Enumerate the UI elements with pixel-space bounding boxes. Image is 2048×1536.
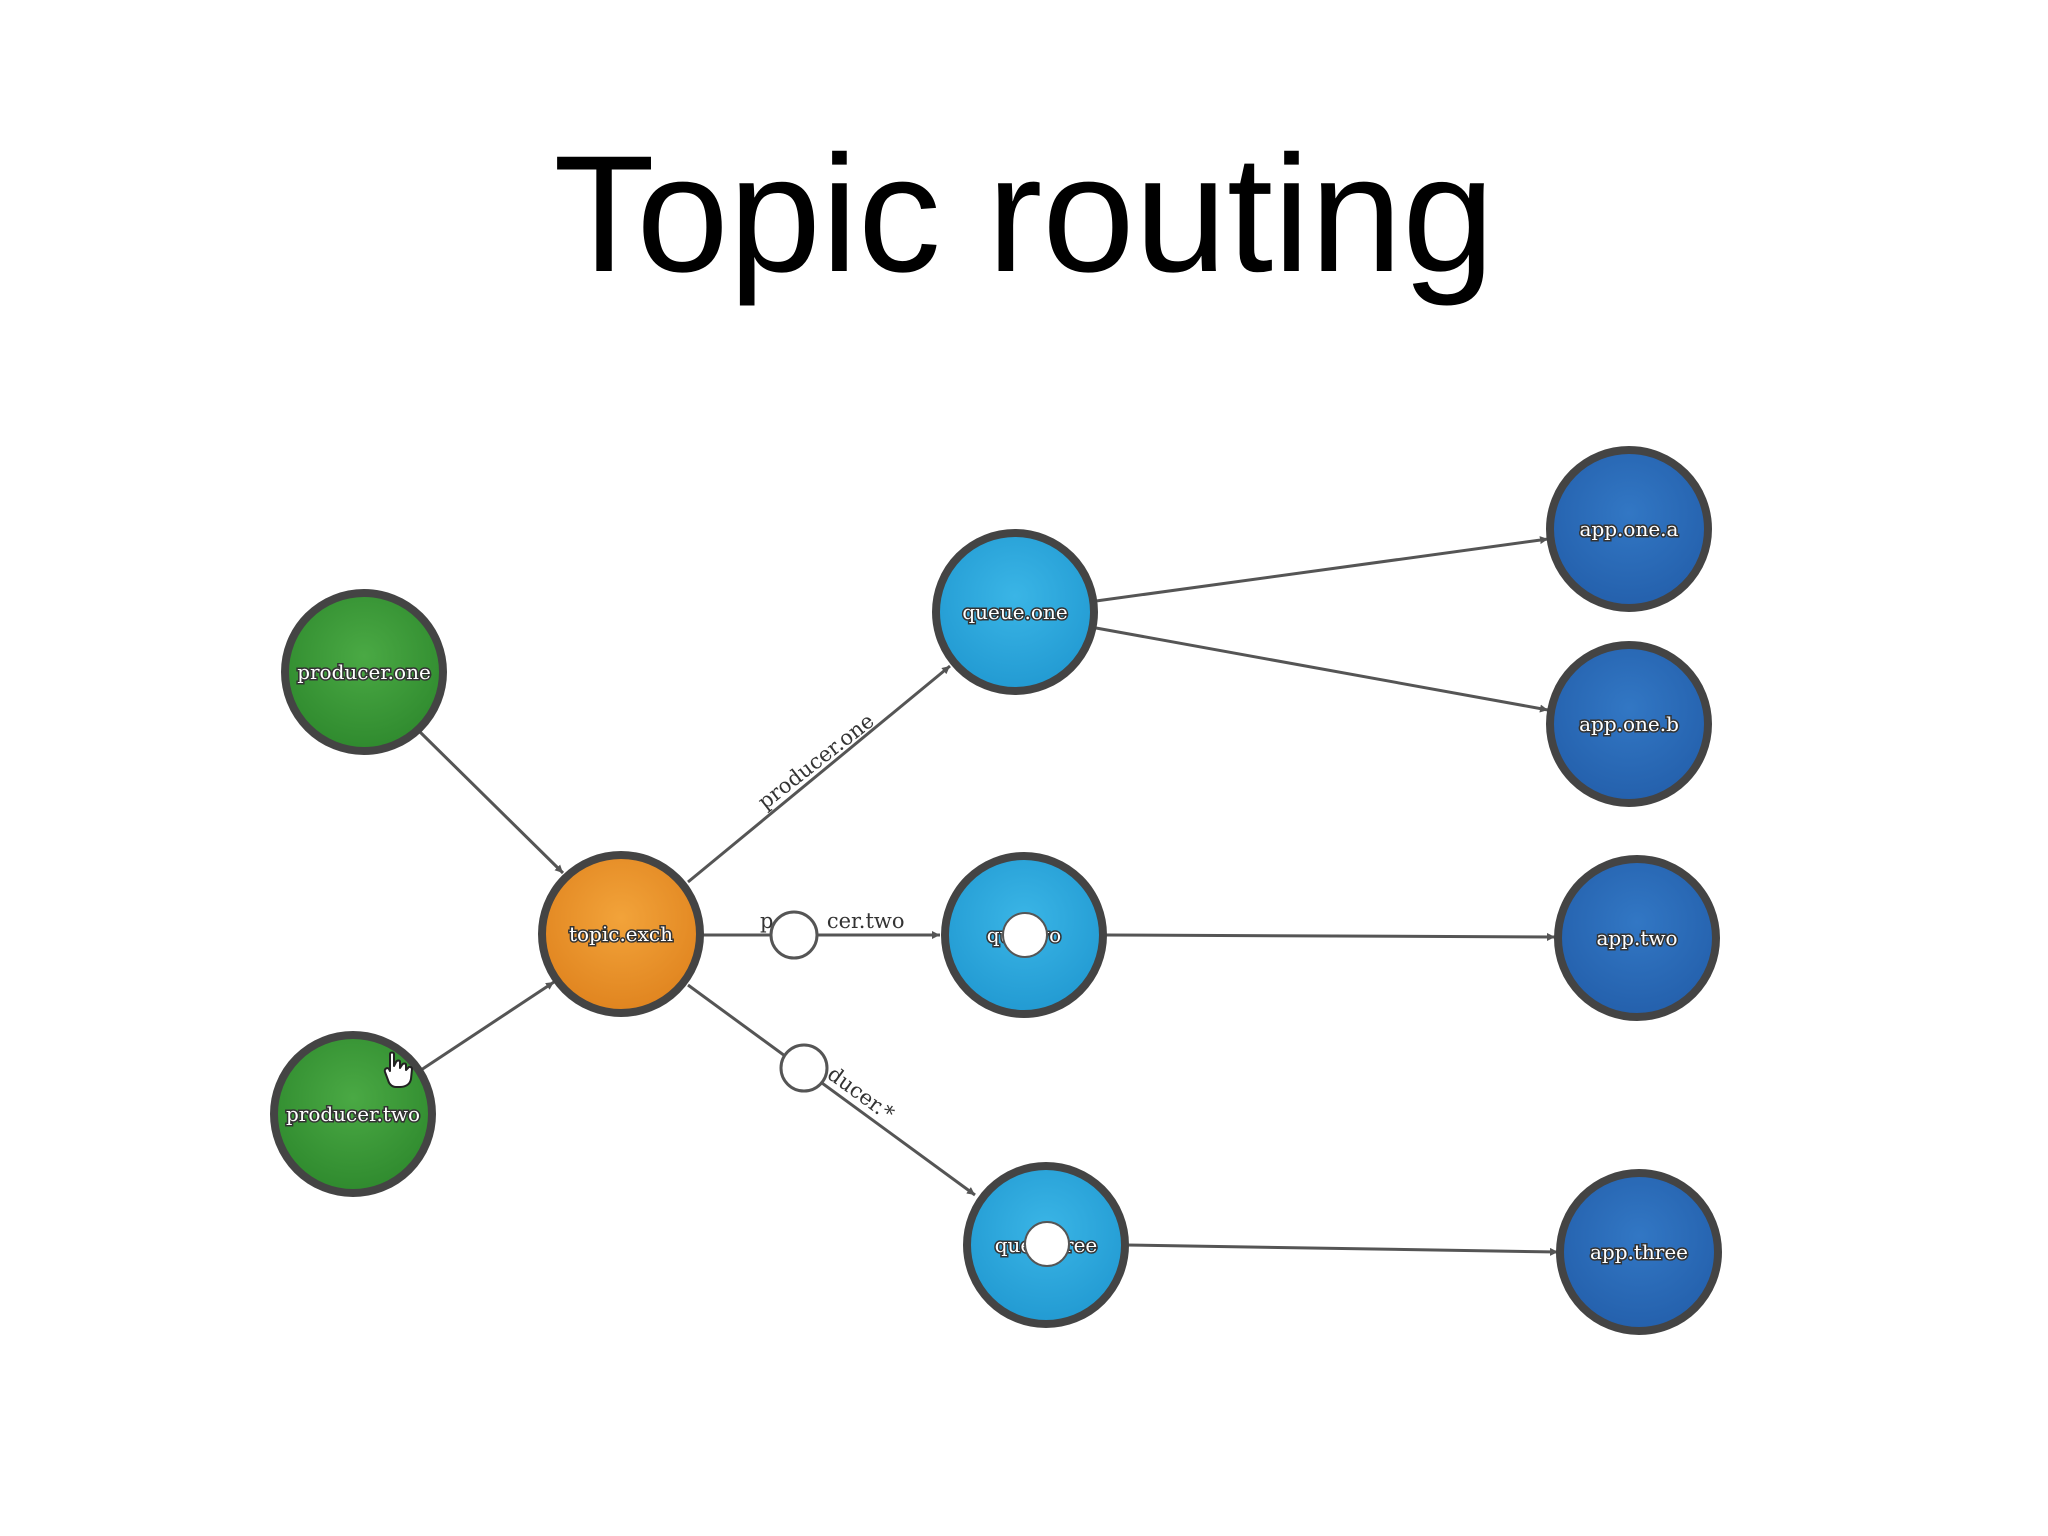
overlay-circle <box>1002 912 1048 958</box>
node-label: app.one.b <box>1579 712 1679 736</box>
edge-producer-two-to-exchange <box>417 980 555 1074</box>
edge-marker-circle <box>779 1043 829 1093</box>
node-label: queue.one <box>962 600 1067 624</box>
edge-exchange-to-queue-one <box>687 664 951 884</box>
node-label: app.one.a <box>1580 517 1679 541</box>
edges <box>417 536 1559 1256</box>
node-app-two[interactable]: app.two <box>1554 855 1720 1021</box>
node-label: app.three <box>1590 1240 1688 1264</box>
slide-title: Topic routing <box>553 122 1495 307</box>
node-label: app.two <box>1596 926 1677 950</box>
node-queue-two[interactable]: qu vo <box>941 852 1107 1018</box>
node-label: topic.exch <box>569 922 673 946</box>
edge-label-producer-one: producer.one <box>753 709 878 814</box>
edge-queue-two-to-app-two <box>1105 932 1556 941</box>
node-topic-exchange[interactable]: topic.exch <box>538 851 704 1017</box>
node-queue-three[interactable]: que ree <box>963 1162 1129 1328</box>
node-producer-one[interactable]: producer.one <box>281 589 447 755</box>
edge-queue-one-to-app-one-b <box>1095 626 1549 713</box>
overlay-circle <box>1024 1221 1070 1267</box>
edge-marker-circle <box>769 910 819 960</box>
node-queue-one[interactable]: queue.one <box>932 529 1098 695</box>
hand-pointer-icon <box>383 1051 413 1088</box>
edge-exchange-to-queue-three <box>687 983 976 1197</box>
edge-queue-three-to-app-three <box>1125 1243 1559 1256</box>
node-app-one-b[interactable]: app.one.b <box>1546 641 1712 807</box>
edge-producer-one-to-exchange <box>418 730 565 875</box>
node-label: producer.one <box>297 660 431 684</box>
edge-queue-one-to-app-one-a <box>1095 536 1549 603</box>
node-label: producer.two <box>286 1102 420 1126</box>
node-app-one-a[interactable]: app.one.a <box>1546 446 1712 612</box>
node-producer-two[interactable]: producer.two <box>270 1031 436 1197</box>
node-app-three[interactable]: app.three <box>1556 1169 1722 1335</box>
